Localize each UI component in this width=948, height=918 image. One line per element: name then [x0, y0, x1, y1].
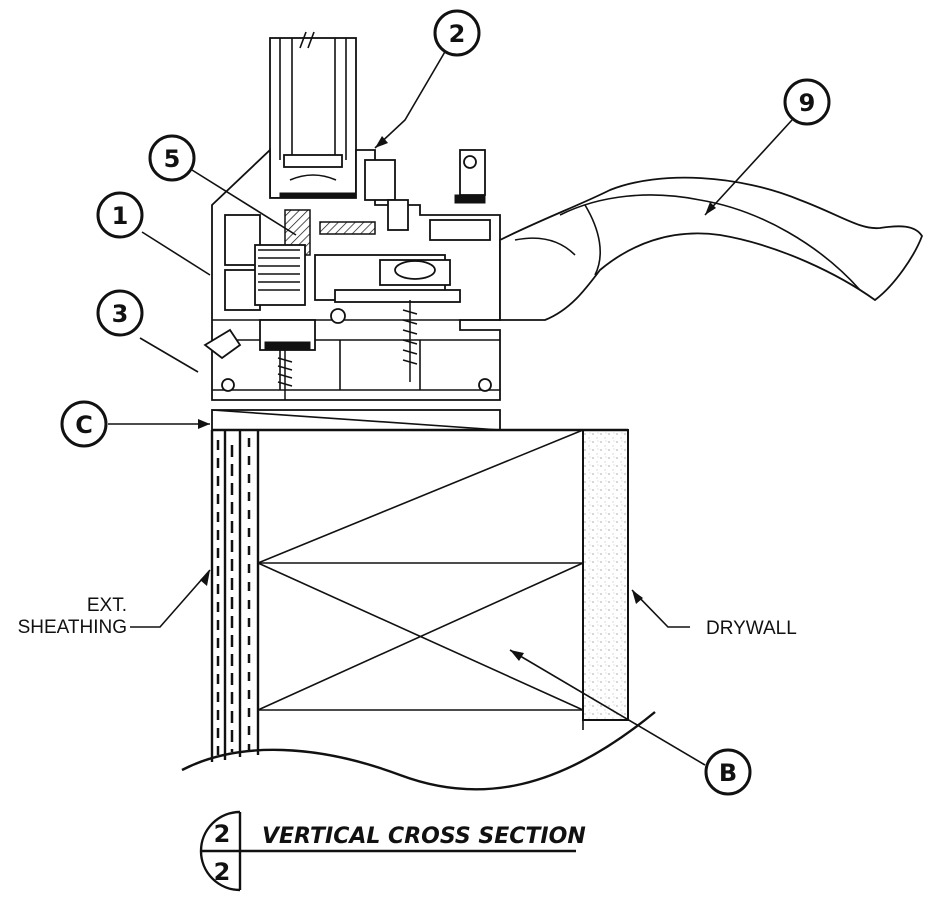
window-frame	[203, 31, 501, 401]
svg-text:B: B	[719, 759, 737, 787]
callout-1: 1	[96, 191, 144, 239]
svg-text:1: 1	[112, 202, 129, 230]
drywall-layer	[582, 429, 629, 721]
drawing-title: VERTICAL CROSS SECTION	[262, 824, 586, 849]
svg-text:C: C	[75, 411, 93, 439]
wall-assembly	[181, 409, 656, 791]
svg-text:5: 5	[164, 145, 181, 173]
callout-2: 2	[433, 9, 481, 57]
callout-9: 9	[783, 78, 831, 126]
sheet-number: 2	[214, 858, 231, 886]
ext-sheathing-label-line2: SHEATHING	[18, 617, 127, 638]
svg-text:3: 3	[112, 300, 129, 328]
svg-text:9: 9	[799, 89, 816, 117]
callout-5: 5	[148, 134, 196, 182]
svg-text:2: 2	[449, 20, 466, 48]
title-block: 2 2 VERTICAL CROSS SECTION	[199, 810, 586, 892]
ext-sheathing-label-line1: EXT.	[87, 595, 127, 616]
arrowheads	[198, 136, 716, 661]
crank-handle	[499, 176, 923, 321]
break-line	[181, 711, 656, 791]
drywall-label: DRYWALL	[706, 618, 797, 639]
exterior-sheathing	[210, 430, 260, 762]
callout-c: C	[60, 400, 108, 448]
callout-3: 3	[96, 289, 144, 337]
callout-b: B	[704, 748, 752, 796]
fastener-screws	[277, 300, 418, 400]
leader-lines	[108, 49, 793, 766]
wood-blocking	[212, 428, 628, 755]
shim-taper-line	[211, 409, 501, 431]
glass-unit	[269, 37, 357, 199]
detail-number: 2	[214, 820, 231, 848]
